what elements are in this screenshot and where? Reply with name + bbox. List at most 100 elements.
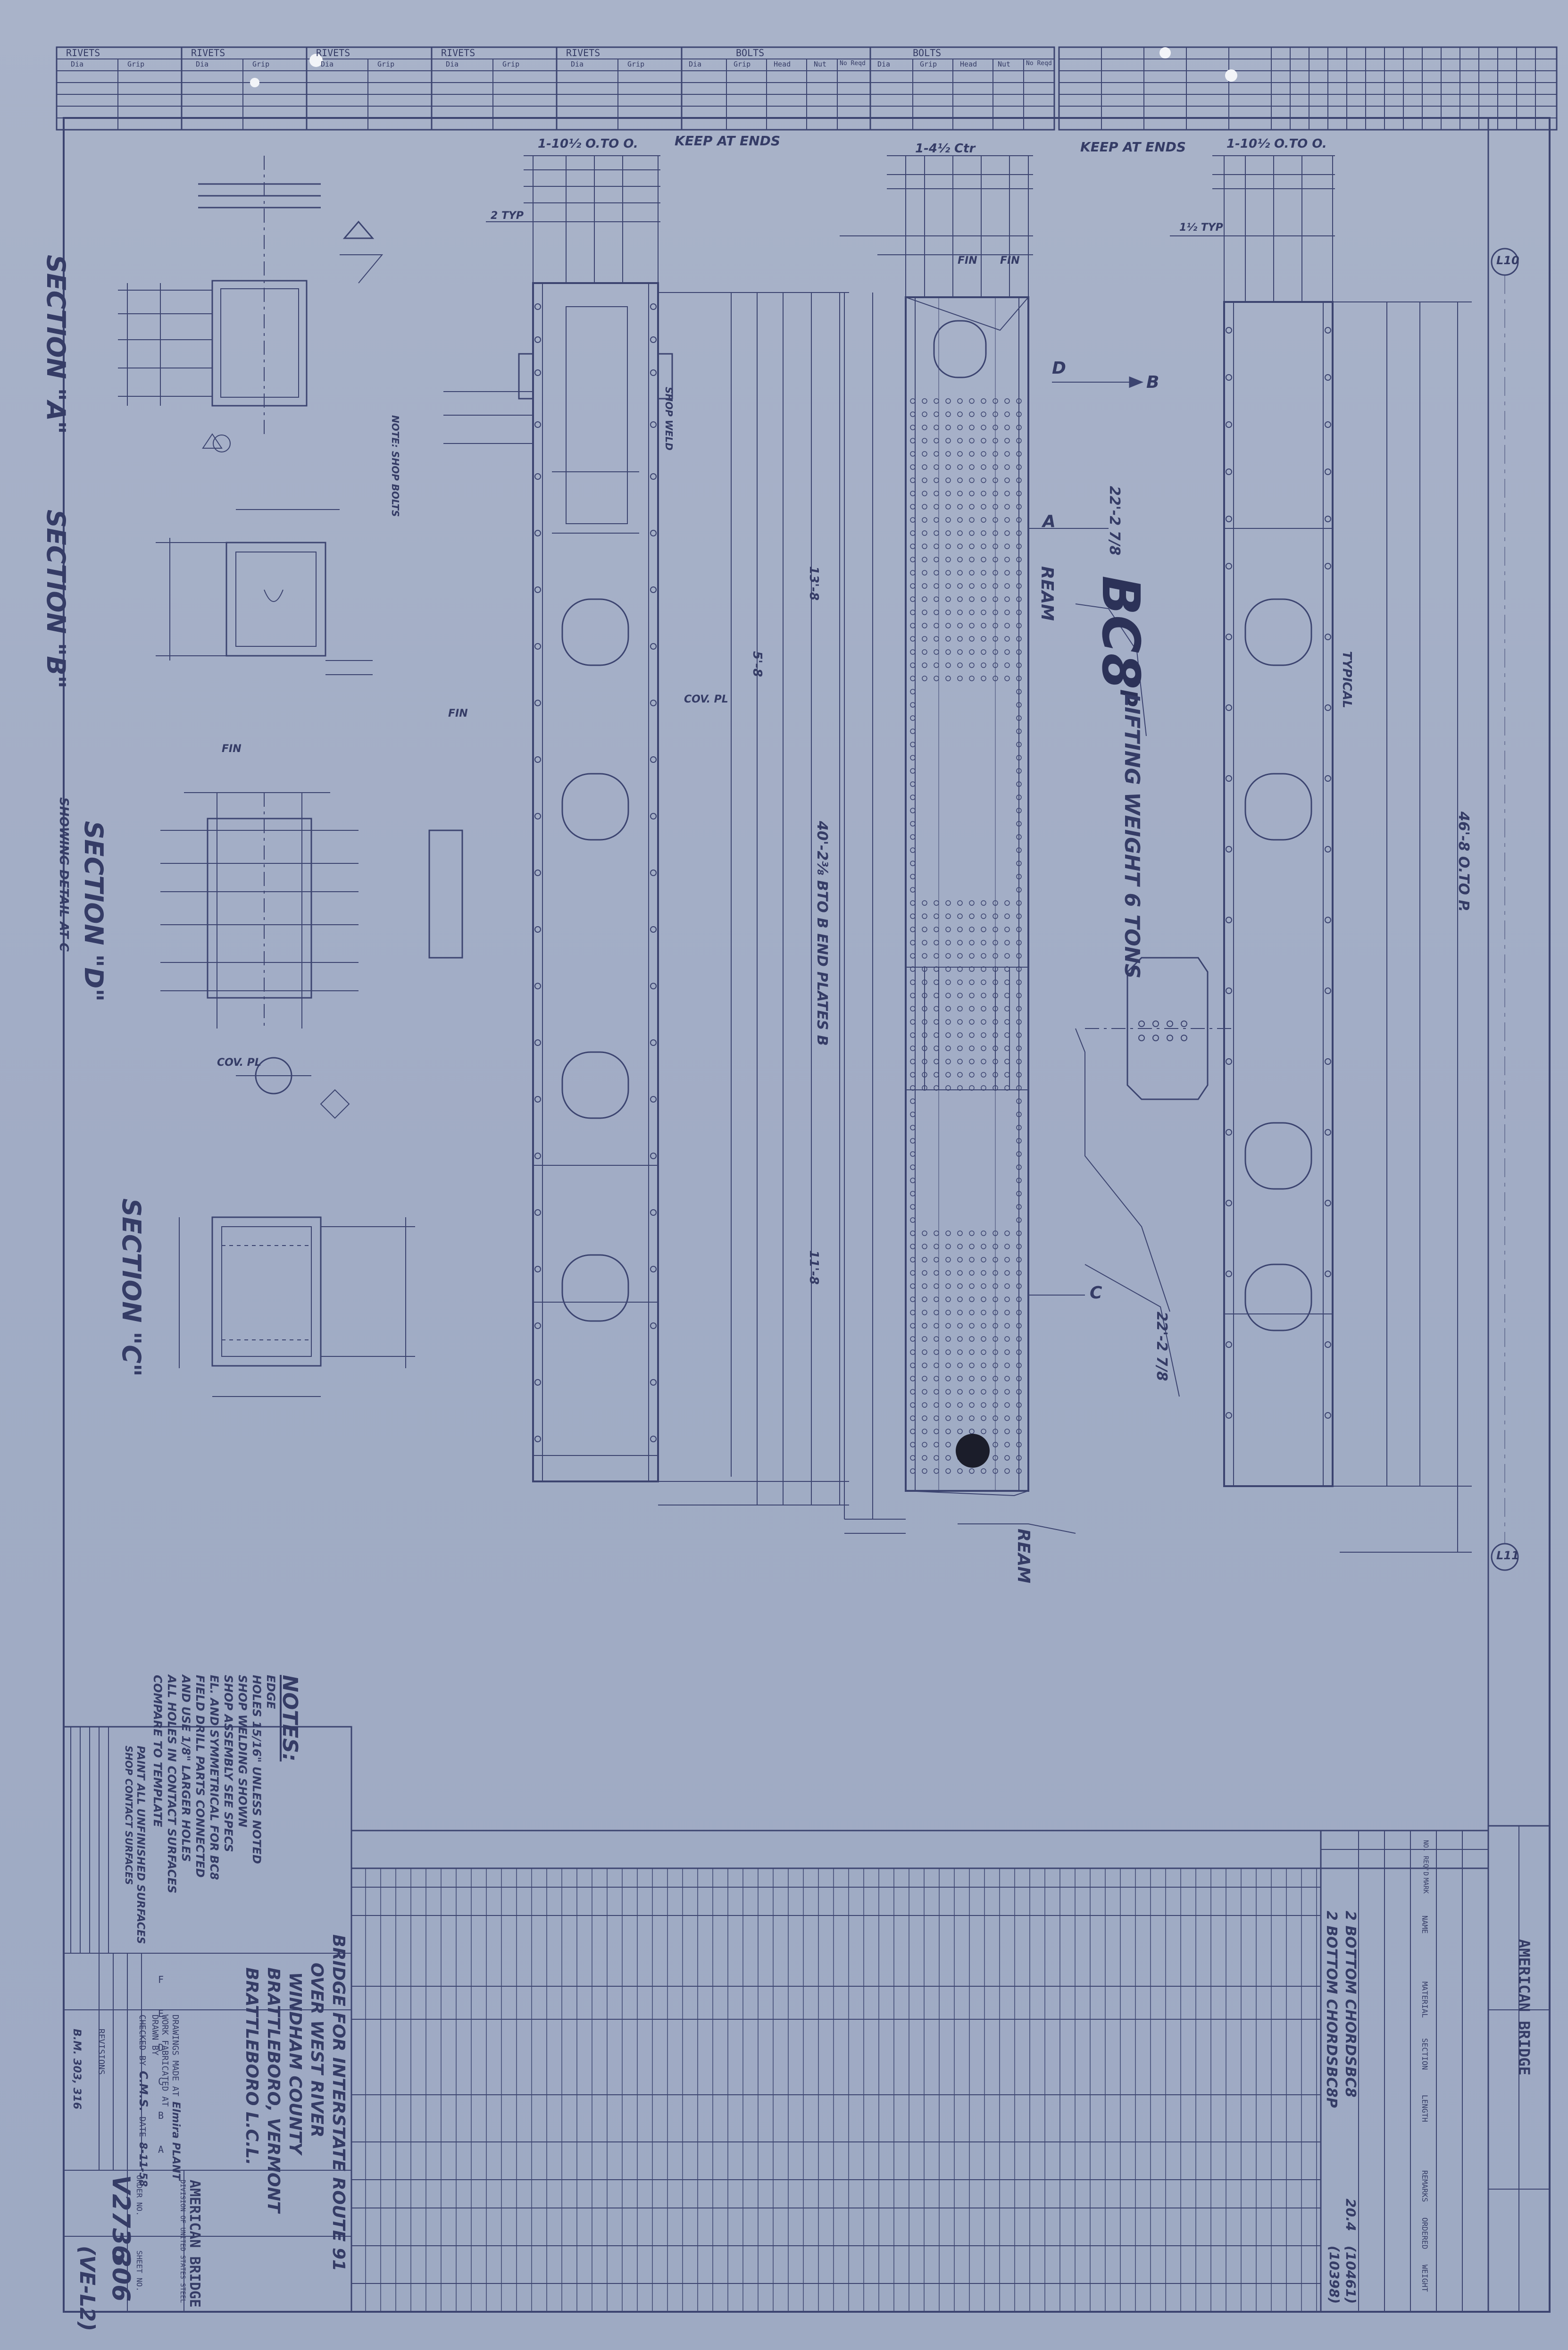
- paint-note: PAINT ALL UNFINISHED SURFACES: [134, 1746, 146, 1944]
- rivet-hole: [1004, 517, 1010, 523]
- rivet-hole: [910, 979, 916, 985]
- rivet-hole: [1004, 1376, 1010, 1381]
- dim-13ft8: 13'-8: [807, 566, 821, 601]
- rivet-hole: [945, 1006, 951, 1012]
- rev-a: A: [158, 2144, 164, 2155]
- rivet-hole: [945, 1085, 951, 1091]
- rivet-hole: [910, 808, 916, 813]
- rivet-hole: [993, 438, 998, 443]
- rivet-hole: [910, 583, 916, 589]
- dim-40ft: 40'-2⅜ BTO B END PLATES B: [814, 821, 830, 1046]
- rivet-hole: [981, 1376, 986, 1381]
- bom-header-name: NAME: [1420, 1915, 1429, 1934]
- rivet-hole: [981, 1045, 986, 1051]
- rivet-hole: [945, 1376, 951, 1381]
- rivet-hole: [1016, 808, 1022, 813]
- top-dim-right: 1-10½ O.TO O.: [1226, 137, 1327, 151]
- rivet-hole: [1016, 438, 1022, 443]
- rivet-hole: [1016, 1389, 1022, 1395]
- rivet-hole: [1016, 900, 1022, 906]
- rivet-hole: [969, 477, 975, 483]
- note-line-5: EL. AND SYMMETRICAL FOR BC8: [208, 1675, 221, 1880]
- rivet-hole: [910, 477, 916, 483]
- rivet-hole: [993, 557, 998, 562]
- rivet-hole: [1016, 1125, 1022, 1130]
- top-table-header-5: RIVETS: [566, 47, 601, 59]
- rivet-hole: [945, 940, 951, 945]
- rivet-hole: [934, 1415, 939, 1421]
- rivet-hole: [910, 913, 916, 919]
- rivet-hole: [922, 1415, 927, 1421]
- rivet-hole: [993, 1376, 998, 1381]
- rivet-hole: [957, 425, 963, 430]
- rivet-hole: [910, 742, 916, 747]
- rivet-hole: [1016, 530, 1022, 536]
- rivet-hole: [1004, 491, 1010, 496]
- rivet-hole: [910, 438, 916, 443]
- rivet-hole: [957, 662, 963, 668]
- rivet-hole: [934, 1045, 939, 1051]
- rivet-hole: [1004, 979, 1010, 985]
- rivet-hole: [1004, 1415, 1010, 1421]
- dim-overall-46ft: 46'-8 O.TO P.: [1455, 811, 1472, 912]
- rivet-hole: [1016, 742, 1022, 747]
- rivet-hole: [981, 927, 986, 932]
- rivet-hole: [969, 1085, 975, 1091]
- top-sub-13: Head: [774, 60, 791, 68]
- rivet-hole: [1004, 1006, 1010, 1012]
- rivet-hole: [993, 979, 998, 985]
- rivet-hole: [934, 530, 939, 536]
- rivet-hole: [910, 464, 916, 470]
- rivet-hole: [993, 953, 998, 959]
- rivet-hole: [981, 1019, 986, 1025]
- rivet-hole: [910, 504, 916, 510]
- rivet-hole: [945, 1429, 951, 1434]
- rivet-hole: [981, 913, 986, 919]
- rivet-hole: [934, 636, 939, 642]
- rivet-hole: [993, 504, 998, 510]
- bom-ship-weight: 20.4: [1343, 2199, 1359, 2232]
- rivet-hole: [910, 451, 916, 457]
- rivet-hole: [910, 900, 916, 906]
- order-no-label: ORDER NO.: [135, 2175, 144, 2216]
- rivet-hole: [922, 966, 927, 972]
- rivet-hole: [922, 662, 927, 668]
- rivet-hole: [1016, 517, 1022, 523]
- dim-5ft8: 5'-8: [750, 651, 764, 677]
- rivet-hole: [922, 1389, 927, 1395]
- rivet-hole: [981, 1363, 986, 1368]
- rivet-hole: [934, 993, 939, 998]
- rivet-hole: [957, 451, 963, 457]
- rivet-hole: [934, 1230, 939, 1236]
- rivet-hole: [1016, 1283, 1022, 1289]
- rivet-hole: [981, 451, 986, 457]
- rivet-hole: [993, 900, 998, 906]
- dim-upper-22ft: 22'-2 7/8: [1106, 486, 1123, 556]
- rivet-hole: [934, 504, 939, 510]
- rivet-hole: [910, 662, 916, 668]
- rivet-hole: [1016, 425, 1022, 430]
- rivet-hole: [993, 544, 998, 549]
- rivet-hole: [1004, 1257, 1010, 1263]
- rivet-hole: [1016, 755, 1022, 761]
- rivet-hole: [1004, 1336, 1010, 1342]
- rivet-hole: [1016, 1402, 1022, 1408]
- rivet-hole: [945, 398, 951, 404]
- rivet-hole: [945, 1244, 951, 1249]
- rivet-hole: [910, 1032, 916, 1038]
- rivet-hole: [1004, 1019, 1010, 1025]
- rivet-hole: [934, 517, 939, 523]
- rivet-hole: [1016, 411, 1022, 417]
- rivet-hole: [910, 1283, 916, 1289]
- top-table-header-6: BOLTS: [736, 47, 765, 59]
- rivet-hole: [934, 491, 939, 496]
- rivet-hole: [957, 1336, 963, 1342]
- rivet-hole: [957, 557, 963, 562]
- rivet-hole: [1016, 1138, 1022, 1144]
- typ-note-a: COV. PL: [684, 694, 728, 705]
- rivet-hole: [957, 1257, 963, 1263]
- top-sub-4: Grip: [252, 60, 270, 68]
- rivet-hole: [969, 1389, 975, 1395]
- rivet-hole: [922, 425, 927, 430]
- rivet-hole: [969, 425, 975, 430]
